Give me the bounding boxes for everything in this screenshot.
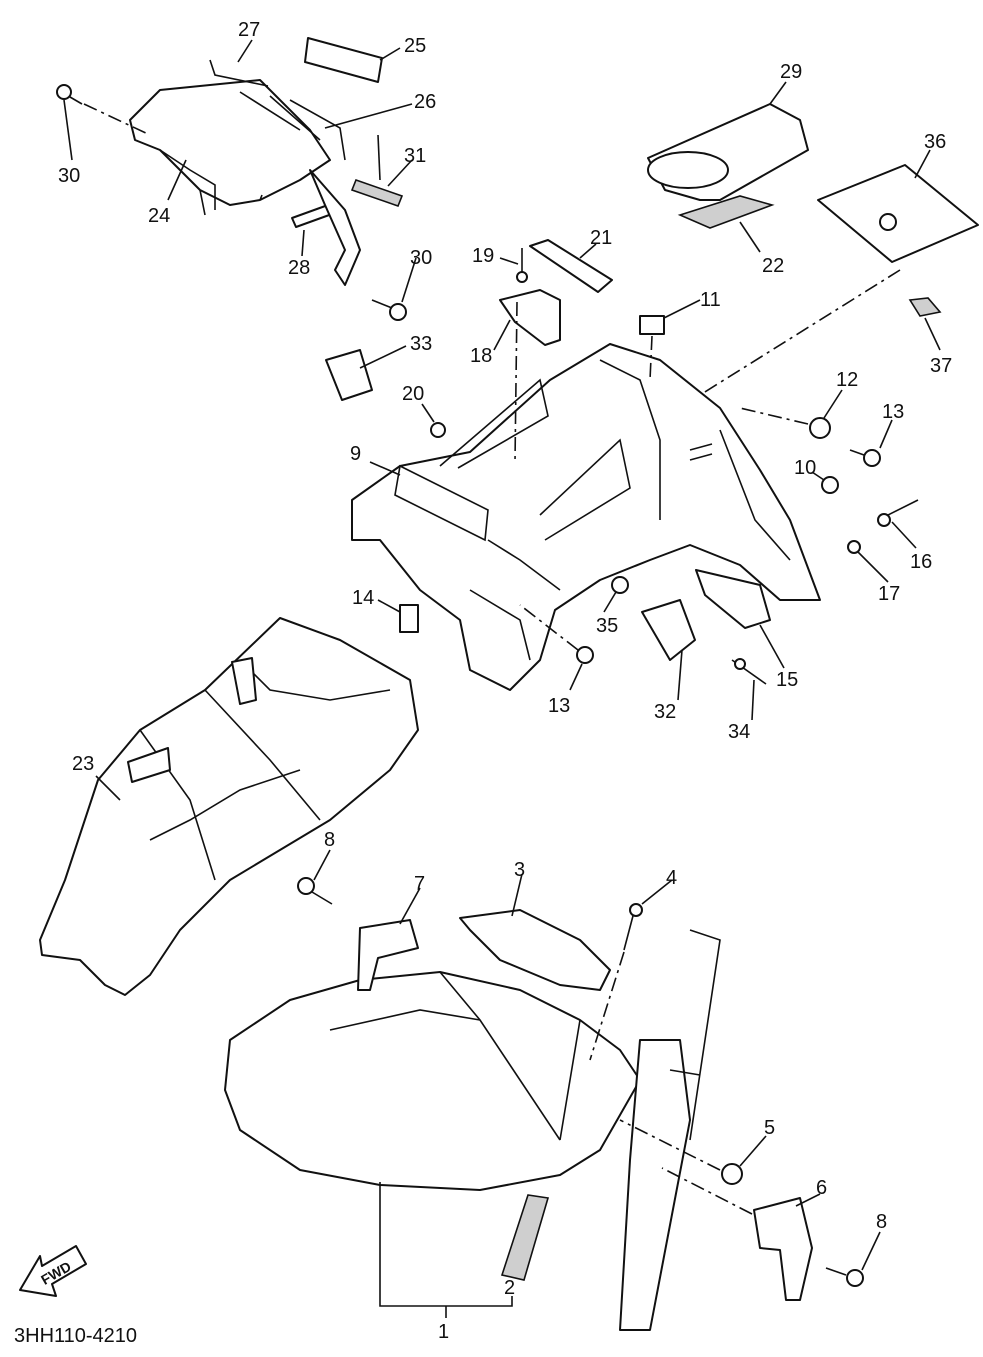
bolt-4 [623, 911, 635, 951]
tail-cover-assembly [129, 37, 404, 286]
decal-27 [209, 59, 269, 87]
clip-23a [231, 657, 257, 705]
callout-3: 3 [514, 859, 525, 881]
decal-25 [304, 37, 383, 83]
callout-16: 16 [910, 551, 932, 573]
callout-36: 36 [924, 131, 946, 153]
screw-30-right [371, 299, 407, 321]
callout-26: 26 [414, 91, 436, 113]
bracket-6 [753, 1197, 813, 1301]
callout-13-left: 13 [548, 695, 570, 717]
callout-15: 15 [776, 669, 798, 691]
callout-5: 5 [764, 1117, 775, 1139]
bracket-line-1 [379, 1182, 513, 1307]
tail-cover-24 [129, 79, 331, 206]
clip-10 [821, 476, 839, 494]
callout-32: 32 [654, 701, 676, 723]
pad-22 [677, 195, 775, 229]
callout-31: 31 [404, 145, 426, 167]
seat-cowl-assembly [647, 103, 979, 421]
callout-21: 21 [590, 227, 612, 249]
callout-12: 12 [836, 369, 858, 391]
nut-14 [399, 604, 419, 633]
callout-11: 11 [700, 289, 721, 311]
pad-31 [350, 178, 404, 208]
callout-23: 23 [72, 753, 94, 775]
callout-20: 20 [402, 383, 424, 405]
callout-35: 35 [596, 615, 618, 637]
plate-15 [695, 569, 771, 629]
callout-labels: 27 25 26 31 30 24 28 30 29 22 36 37 19 2… [58, 19, 952, 1343]
front-fender-1 [224, 971, 641, 1191]
callout-9: 9 [350, 443, 361, 465]
callout-28: 28 [288, 257, 310, 279]
bracket-32 [641, 599, 696, 661]
callout-10: 10 [794, 457, 816, 479]
nut-20 [430, 422, 446, 438]
bracket-7 [357, 919, 419, 991]
bracket-3 [459, 909, 611, 991]
inner-fender-23 [39, 617, 419, 996]
callout-27: 27 [238, 19, 260, 41]
screw-8-left [297, 877, 315, 895]
screw-30-top [56, 84, 151, 136]
callout-25: 25 [404, 35, 426, 57]
front-fender-assembly [224, 877, 864, 1331]
screw-13-left [576, 646, 594, 664]
callout-37: 37 [930, 355, 952, 377]
callout-30-top: 30 [58, 165, 80, 187]
bracket-18 [499, 289, 561, 346]
callout-8-right: 8 [876, 1211, 887, 1233]
collar-35 [611, 576, 629, 594]
screw-13-right [863, 449, 881, 467]
cap-5 [721, 1163, 743, 1185]
callout-19: 19 [472, 245, 494, 267]
washer-17 [847, 540, 861, 554]
leader-lines [63, 39, 941, 1318]
callout-8-left: 8 [324, 829, 335, 851]
band-21 [529, 239, 613, 293]
grommet-11 [639, 315, 665, 335]
callout-34: 34 [728, 721, 750, 743]
bracket-tail [309, 169, 361, 286]
callout-6: 6 [816, 1177, 827, 1199]
callout-4: 4 [666, 867, 677, 889]
fork-tube [619, 1039, 691, 1331]
callout-29: 29 [780, 61, 802, 83]
callout-24: 24 [148, 205, 170, 227]
callout-30-right: 30 [410, 247, 432, 269]
callout-22: 22 [762, 255, 784, 277]
pad-37 [908, 297, 942, 317]
callout-17: 17 [878, 583, 900, 605]
callout-1: 1 [438, 1321, 449, 1343]
callout-14: 14 [352, 587, 374, 609]
screw-8-right [846, 1269, 864, 1287]
drawing-code: 3HH110-4210 [14, 1325, 137, 1347]
clip-23b [127, 747, 171, 783]
callout-33: 33 [410, 333, 432, 355]
rear-fender-9 [351, 343, 821, 691]
clip-12 [809, 417, 831, 439]
reflector-2 [500, 1194, 550, 1281]
callout-2: 2 [504, 1277, 515, 1299]
callout-13-right: 13 [882, 401, 904, 423]
decal-26 [289, 99, 346, 161]
fwd-arrow-icon: FWD [19, 1245, 87, 1297]
small-parts [325, 239, 919, 685]
callout-7: 7 [414, 873, 425, 895]
callout-18: 18 [470, 345, 492, 367]
cover-36 [817, 164, 979, 263]
damper-33 [325, 349, 373, 401]
